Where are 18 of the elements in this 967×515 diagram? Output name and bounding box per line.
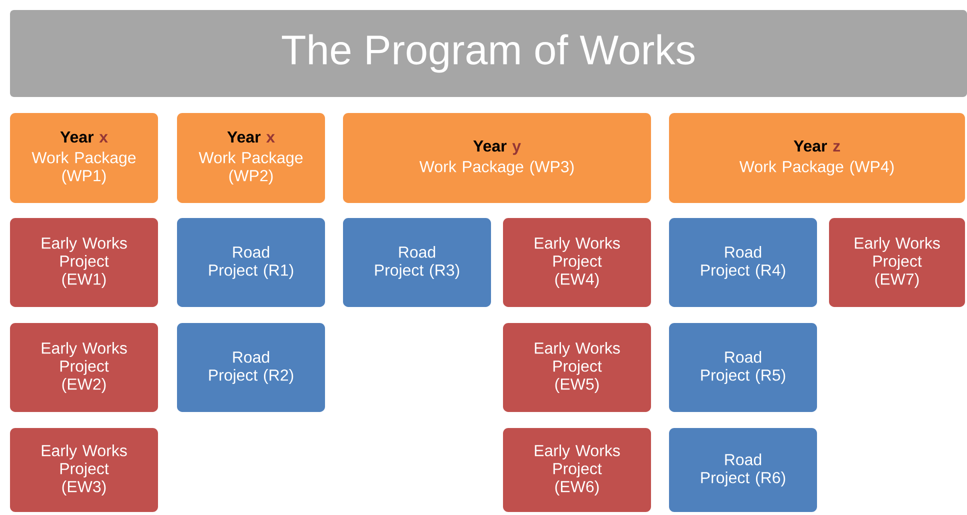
project-box: Early Works Project (EW4) xyxy=(503,218,651,307)
project-box: Road Project (R1) xyxy=(177,218,325,307)
project-box: Early Works Project (EW2) xyxy=(10,323,158,412)
project-box: Road Project (R5) xyxy=(669,323,817,412)
project-box: Early Works Project (EW5) xyxy=(503,323,651,412)
work-package-box: Year z Work Package (WP4) xyxy=(669,113,965,203)
work-package-box: Year x Work Package (WP2) xyxy=(177,113,325,203)
project-box: Road Project (R4) xyxy=(669,218,817,307)
work-package-box: Year y Work Package (WP3) xyxy=(343,113,651,203)
project-box: Early Works Project (EW1) xyxy=(10,218,158,307)
project-box: Early Works Project (EW3) xyxy=(10,428,158,512)
project-box: Early Works Project (EW6) xyxy=(503,428,651,512)
project-box: Road Project (R6) xyxy=(669,428,817,512)
project-box: Road Project (R2) xyxy=(177,323,325,412)
project-box: Early Works Project (EW7) xyxy=(829,218,965,307)
project-box: Road Project (R3) xyxy=(343,218,491,307)
work-package-box: Year x Work Package (WP1) xyxy=(10,113,158,203)
title-banner: The Program of Works xyxy=(10,10,967,97)
